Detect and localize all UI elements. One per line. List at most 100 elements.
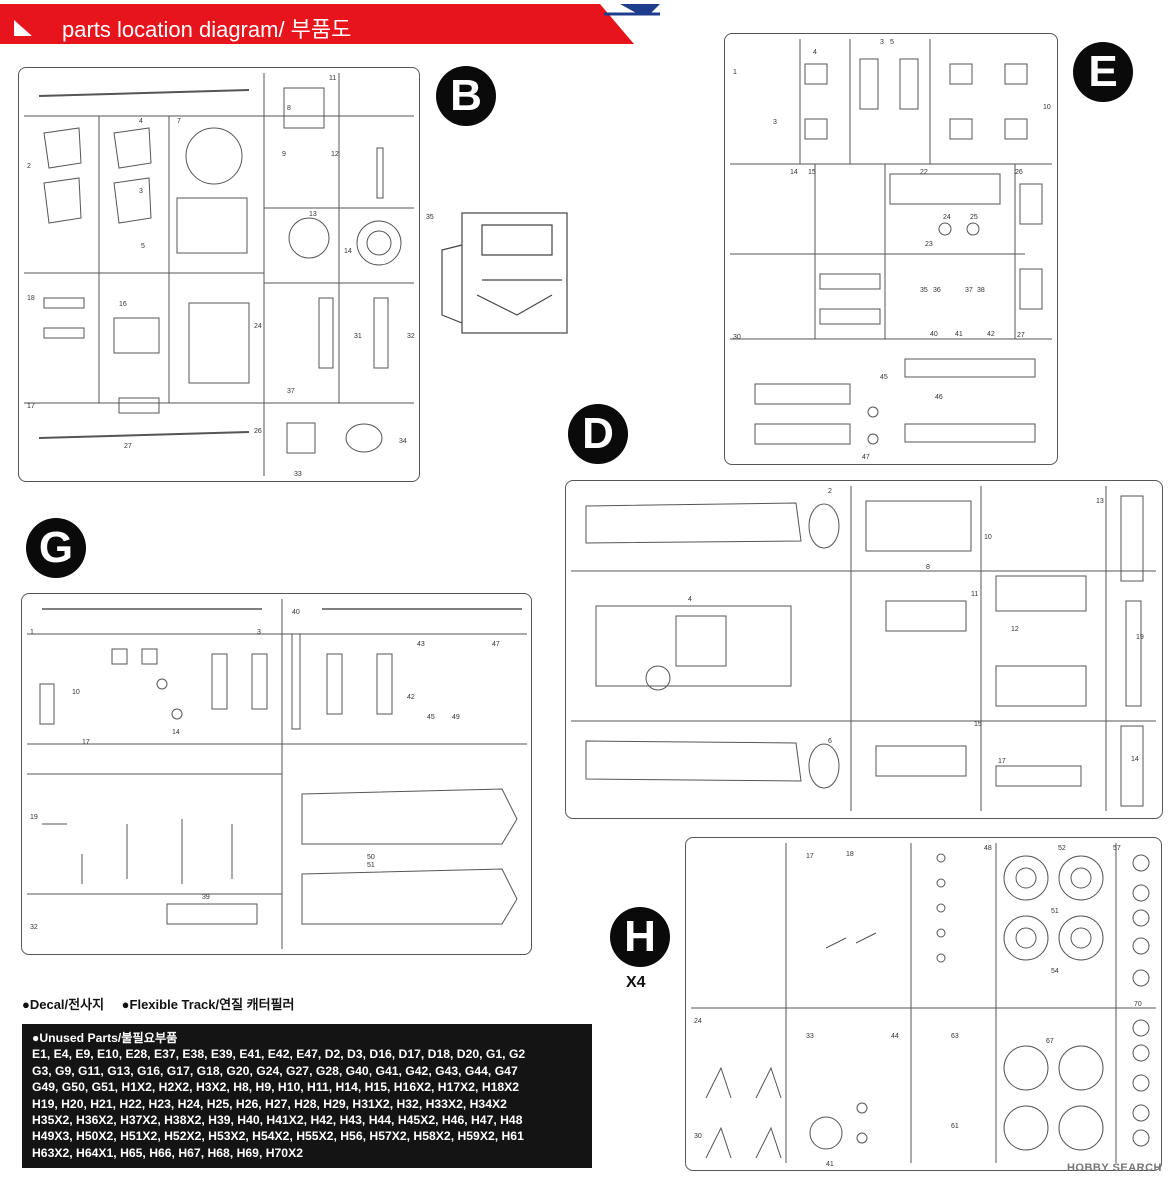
- sprue-e-letter: E: [1088, 47, 1118, 96]
- unused-parts-line: H35X2, H36X2, H37X2, H38X2, H39, H40, H4…: [32, 1113, 523, 1128]
- svg-text:17: 17: [82, 739, 90, 746]
- svg-text:22: 22: [920, 169, 928, 176]
- svg-text:42: 42: [407, 694, 415, 701]
- svg-text:46: 46: [935, 394, 943, 401]
- svg-text:8: 8: [287, 105, 291, 112]
- svg-text:51: 51: [1051, 908, 1059, 915]
- unused-parts-title: ●Unused Parts/불필요부품: [32, 1031, 178, 1045]
- sprue-d-letter: D: [582, 409, 614, 458]
- svg-text:38: 38: [977, 287, 985, 294]
- legend: ●Decal/전사지 ●Flexible Track/연질 캐터필러: [22, 994, 309, 1013]
- svg-text:42: 42: [987, 331, 995, 338]
- svg-text:48: 48: [984, 845, 992, 852]
- svg-text:4: 4: [139, 118, 143, 125]
- svg-text:23: 23: [925, 241, 933, 248]
- svg-text:31: 31: [354, 333, 362, 340]
- svg-text:25: 25: [970, 214, 978, 221]
- svg-text:14: 14: [790, 169, 798, 176]
- svg-text:19: 19: [1136, 634, 1144, 641]
- svg-text:51: 51: [367, 862, 375, 869]
- sprue-b-badge: B: [436, 66, 496, 126]
- unused-parts-line: H19, H20, H21, H22, H23, H24, H25, H26, …: [32, 1096, 507, 1111]
- svg-text:26: 26: [1015, 169, 1023, 176]
- sprue-b-loose-part: 35: [422, 205, 572, 340]
- svg-text:15: 15: [808, 169, 816, 176]
- svg-text:41: 41: [955, 331, 963, 338]
- page-title: parts location diagram/ 부품도: [62, 17, 352, 42]
- svg-text:18: 18: [846, 851, 854, 858]
- svg-text:3: 3: [139, 188, 143, 195]
- svg-text:3: 3: [880, 39, 884, 46]
- svg-text:54: 54: [1051, 968, 1059, 975]
- svg-text:45: 45: [427, 714, 435, 721]
- svg-text:9: 9: [282, 151, 286, 158]
- unused-parts-line: H63X2, H64X1, H65, H66, H67, H68, H69, H…: [32, 1145, 303, 1160]
- svg-text:13: 13: [1096, 498, 1104, 505]
- sprue-b-letter: B: [450, 71, 482, 120]
- svg-text:14: 14: [344, 248, 352, 255]
- svg-text:8: 8: [926, 564, 930, 571]
- svg-text:47: 47: [862, 454, 870, 461]
- svg-text:13: 13: [309, 211, 317, 218]
- svg-text:27: 27: [1017, 332, 1025, 339]
- svg-text:32: 32: [407, 333, 415, 340]
- unused-parts-box: ●Unused Parts/불필요부품 E1, E4, E9, E10, E28…: [22, 1024, 592, 1168]
- svg-text:34: 34: [399, 438, 407, 445]
- svg-text:12: 12: [331, 151, 339, 158]
- svg-text:5: 5: [141, 243, 145, 250]
- unused-parts-line: G49, G50, G51, H1X2, H2X2, H3X2, H8, H9,…: [32, 1080, 520, 1095]
- svg-text:2: 2: [828, 488, 832, 495]
- svg-text:10: 10: [72, 689, 80, 696]
- svg-text:30: 30: [733, 334, 741, 341]
- unused-parts-line: E1, E4, E9, E10, E28, E37, E38, E39, E41…: [32, 1047, 526, 1062]
- legend-track: ●Flexible Track/연질 캐터필러: [121, 997, 295, 1012]
- svg-text:19: 19: [30, 814, 38, 821]
- sprue-h-badge: H: [610, 907, 670, 967]
- svg-text:3: 3: [257, 629, 261, 636]
- svg-text:33: 33: [806, 1033, 814, 1040]
- svg-text:67: 67: [1046, 1038, 1054, 1045]
- svg-text:24: 24: [694, 1018, 702, 1025]
- arrow-icon: [14, 20, 32, 36]
- sprue-g-badge: G: [26, 518, 86, 578]
- svg-text:12: 12: [1011, 626, 1019, 633]
- svg-text:39: 39: [202, 894, 210, 901]
- svg-text:47: 47: [492, 641, 500, 648]
- hull-part-drawing: 35: [426, 212, 568, 334]
- svg-text:17: 17: [998, 758, 1006, 765]
- svg-text:17: 17: [27, 403, 35, 410]
- svg-text:30: 30: [694, 1133, 702, 1140]
- svg-text:40: 40: [930, 331, 938, 338]
- svg-text:1: 1: [30, 629, 34, 636]
- svg-text:24: 24: [254, 323, 262, 330]
- svg-text:63: 63: [951, 1033, 959, 1040]
- svg-text:57: 57: [1113, 845, 1121, 852]
- svg-text:14: 14: [1131, 756, 1139, 763]
- svg-text:36: 36: [933, 287, 941, 294]
- svg-text:11: 11: [971, 591, 978, 598]
- header-banner-shape: [0, 4, 660, 44]
- sprue-d-badge: D: [568, 404, 628, 464]
- svg-text:10: 10: [984, 534, 992, 541]
- svg-text:24: 24: [943, 214, 951, 221]
- watermark: HOBBY SEARCH: [1066, 1162, 1162, 1174]
- svg-text:32: 32: [30, 924, 38, 931]
- svg-text:49: 49: [452, 714, 460, 721]
- svg-text:16: 16: [119, 301, 127, 308]
- svg-text:10: 10: [1043, 104, 1051, 111]
- svg-text:37: 37: [287, 388, 295, 395]
- svg-text:1: 1: [733, 69, 737, 76]
- svg-text:11: 11: [329, 75, 336, 82]
- header-banner: parts location diagram/ 부품도: [0, 0, 660, 50]
- svg-text:61: 61: [951, 1123, 959, 1130]
- svg-text:70: 70: [1134, 1001, 1142, 1008]
